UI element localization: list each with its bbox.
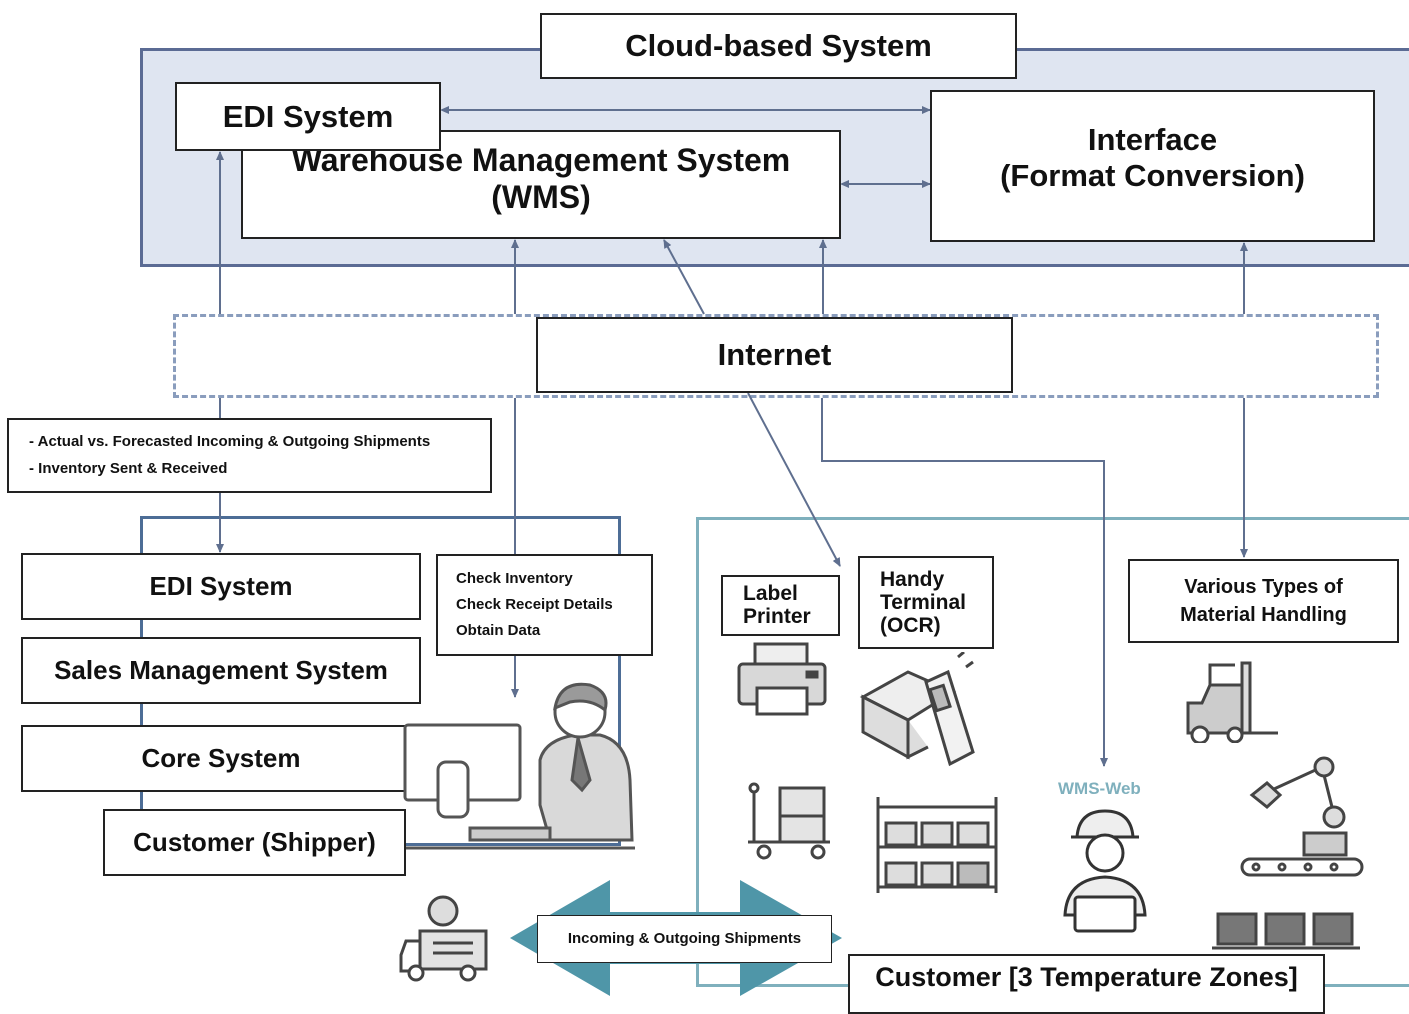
internet-region — [173, 314, 1379, 398]
cart-icon — [748, 782, 830, 860]
shipments-label-box: Incoming & Outgoing Shipments — [537, 915, 832, 963]
handy-terminal-box: Handy Terminal (OCR) — [858, 556, 994, 649]
action-item: Check Receipt Details — [456, 596, 613, 613]
core-system-box: Core System — [21, 725, 421, 792]
action-item: Check Inventory — [456, 570, 573, 587]
shipment-data-list: - Actual vs. Forecasted Incoming & Outgo… — [7, 418, 492, 493]
forklift-icon — [1186, 661, 1278, 743]
sales-management-box: Sales Management System — [21, 637, 421, 704]
office-worker-icon — [400, 682, 635, 850]
cloud-wms-box: Warehouse Management System (WMS) — [241, 130, 841, 239]
label-printer-box: Label Printer — [721, 575, 840, 636]
truck-icon — [399, 895, 488, 982]
interface-box: Interface (Format Conversion) — [930, 90, 1375, 242]
material-handling-box: Various Types of Material Handling — [1128, 559, 1399, 643]
customer-shipper-box: Customer (Shipper) — [103, 809, 406, 876]
cloud-title: Cloud-based System — [540, 13, 1017, 79]
conveyor-icon — [1212, 912, 1360, 950]
shipper-edi-box: EDI System — [21, 553, 421, 620]
data-list-item: - Actual vs. Forecasted Incoming & Outgo… — [29, 433, 431, 450]
handy-terminal-icon — [859, 652, 975, 767]
wms-web-label: WMS-Web — [1058, 779, 1141, 798]
data-list-item: - Inventory Sent & Received — [29, 460, 228, 477]
worker-icon — [1063, 809, 1147, 933]
shipper-actions-list: Check Inventory Check Receipt Details Ob… — [436, 554, 653, 656]
robot-arm-icon — [1240, 756, 1364, 877]
shelf-icon — [876, 797, 998, 893]
internet-box: Internet — [536, 317, 1013, 393]
printer-icon — [737, 642, 827, 716]
action-item: Obtain Data — [456, 622, 541, 639]
cloud-edi-box: EDI System — [175, 82, 441, 151]
customer-warehouse-box: Customer [3 Temperature Zones] — [848, 954, 1325, 1014]
